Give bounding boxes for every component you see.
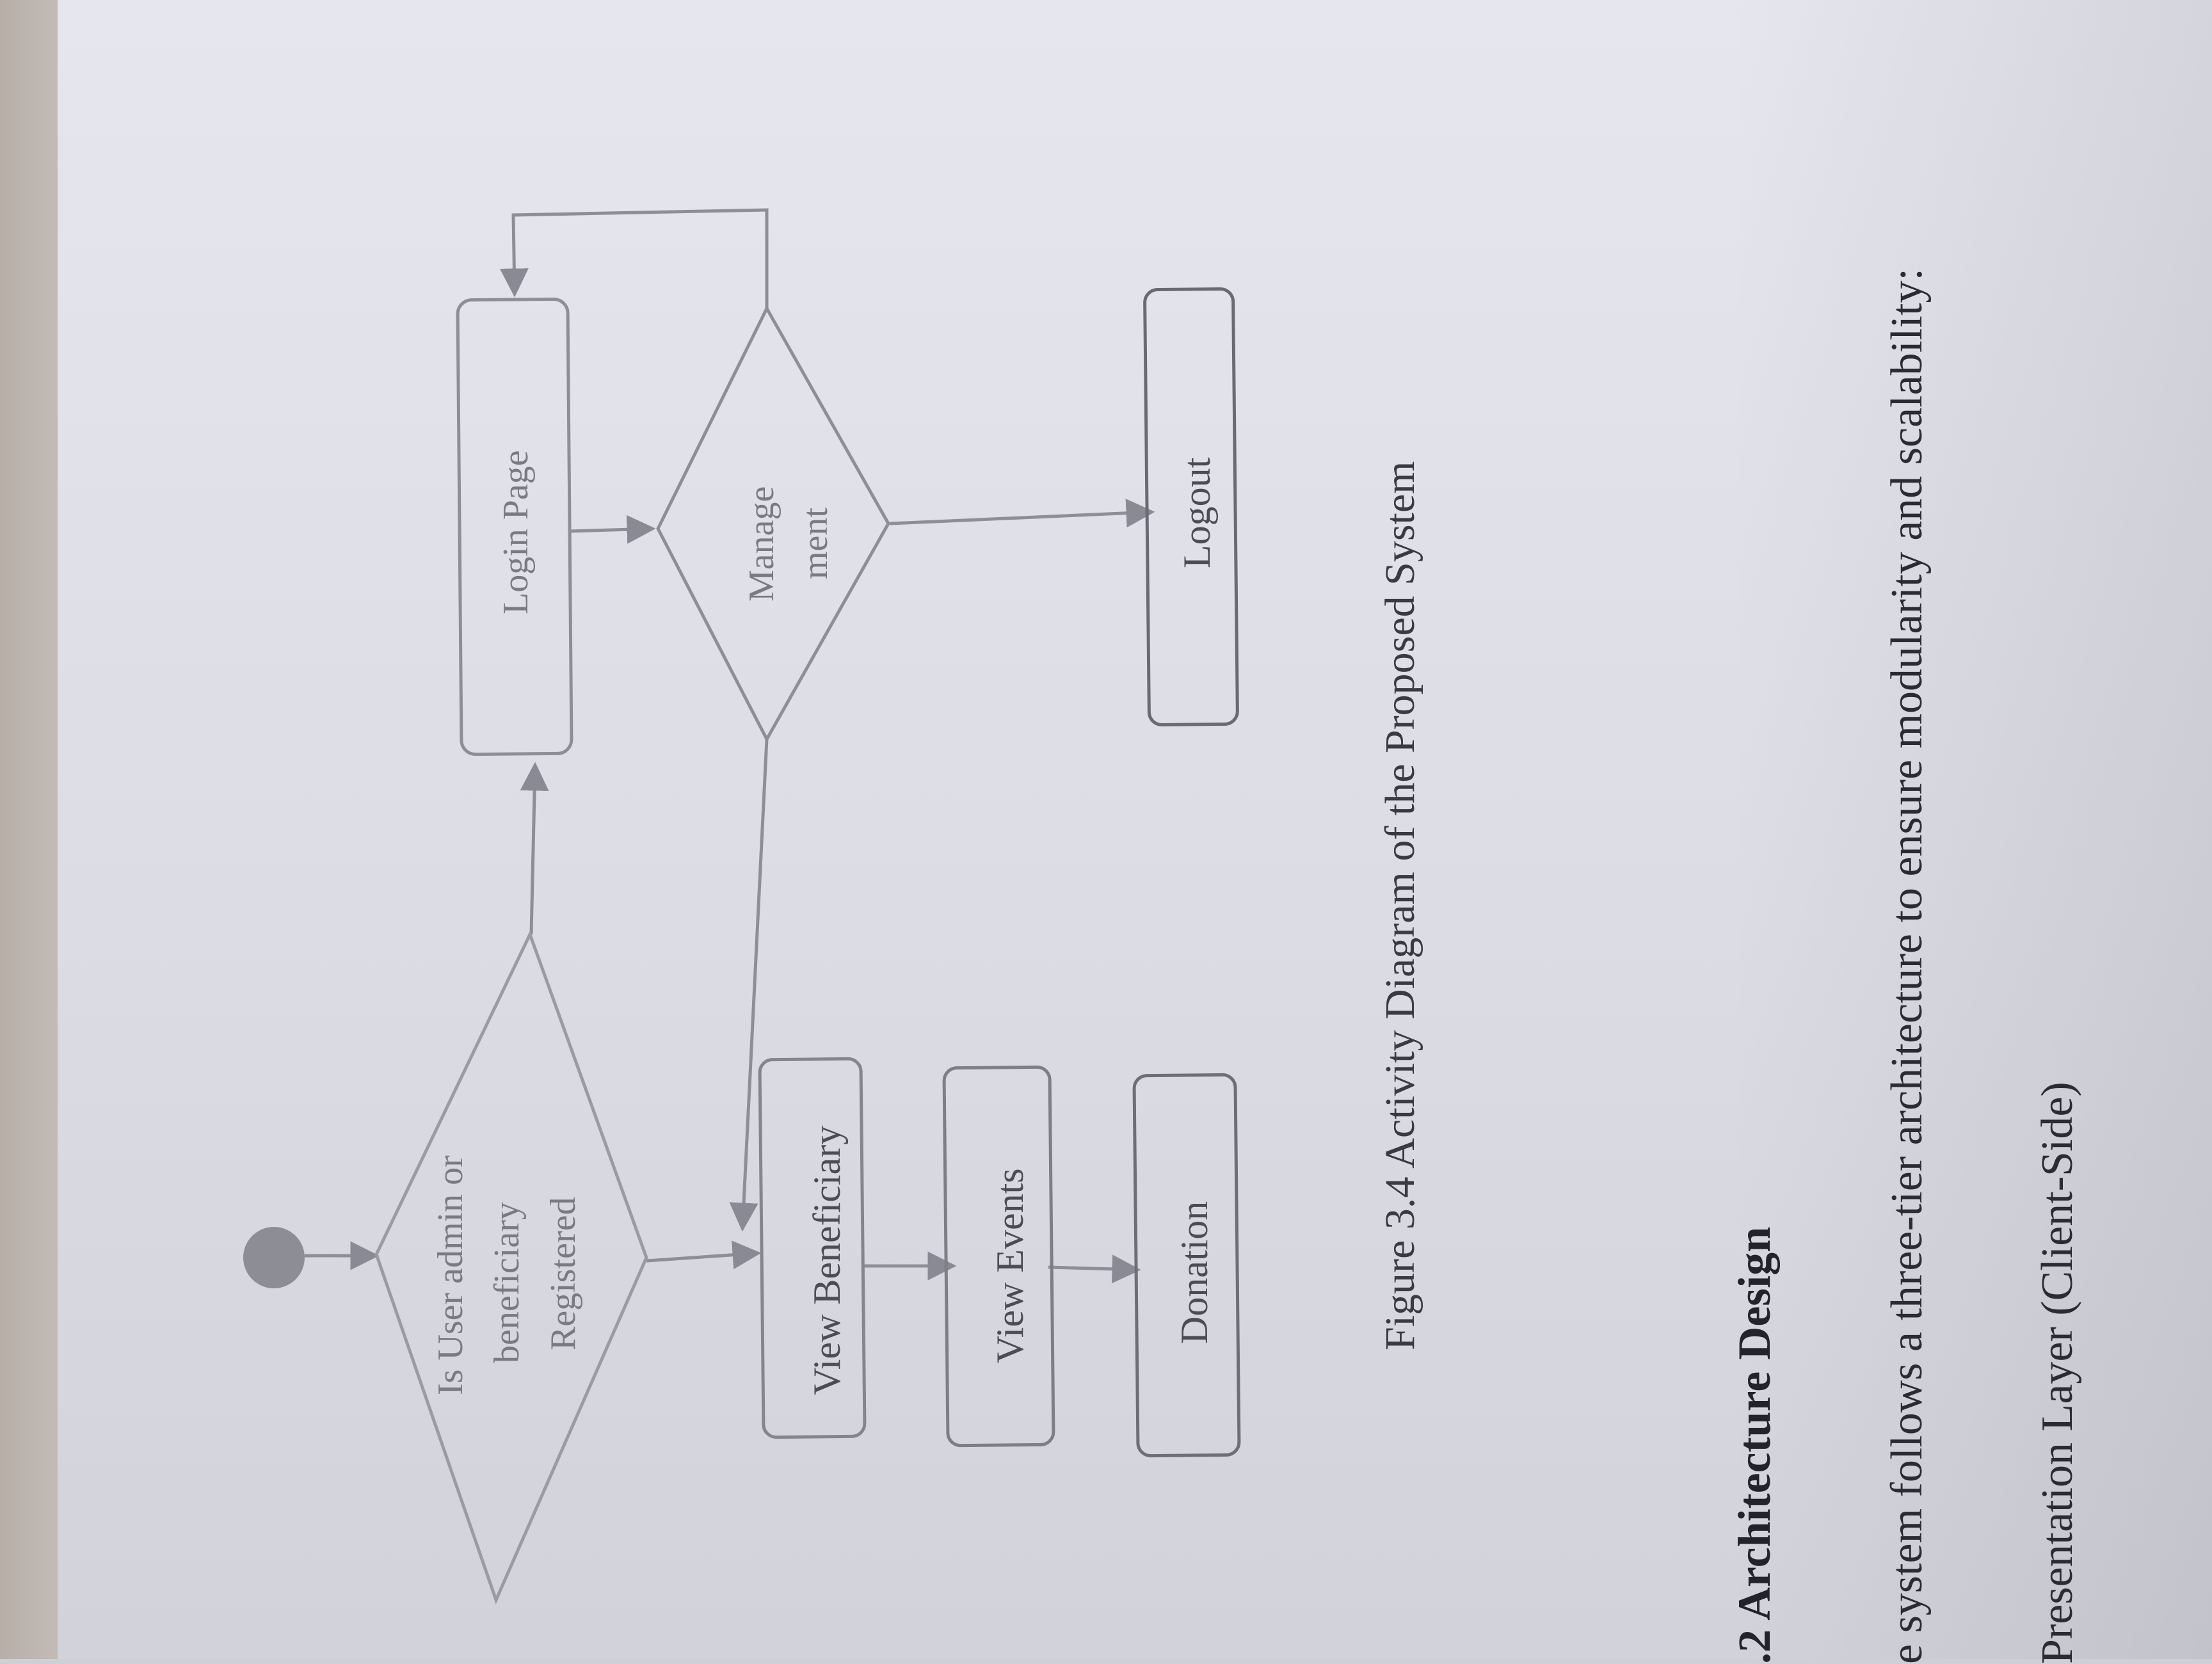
- decision-management-line1: Manage: [742, 486, 781, 602]
- edge-management-to-login-loop: [499, 208, 769, 308]
- decision-management-diamond: [656, 305, 890, 743]
- edge-management-to-logout: [889, 499, 1155, 528]
- edge-view-events-to-donation: [1048, 1254, 1141, 1284]
- view-events-box: [942, 1065, 1055, 1448]
- svg-text:Registered: Registered: [543, 1197, 583, 1350]
- login-page-label: Login Page: [496, 450, 536, 614]
- decision-registered-line3: Registered: [543, 1197, 583, 1350]
- donation-box: [1132, 1073, 1241, 1458]
- svg-text:Is User admin or: Is User admin or: [431, 1155, 470, 1395]
- view-beneficiary-box: [758, 1057, 867, 1439]
- decision-management-line2: ment: [796, 508, 835, 579]
- edge-login-to-management: [569, 515, 656, 544]
- donation-label: Donation: [1173, 1201, 1215, 1344]
- decision-registered-diamond: [374, 930, 648, 1604]
- svg-text:beneficiary: beneficiary: [487, 1202, 527, 1363]
- decision-registered-line2: beneficiary: [487, 1202, 527, 1363]
- login-page-box: [456, 297, 573, 756]
- paper-page: [58, 0, 2212, 1659]
- section-heading: .2 Architecture Design: [1729, 1226, 1780, 1664]
- logout-box: [1143, 287, 1239, 726]
- section-paragraph: e system follows a three-tier architectu…: [1882, 268, 1932, 1664]
- view-beneficiary-label: View Beneficiary: [806, 1126, 848, 1395]
- decision-registered-line1: Is User admin or: [431, 1155, 470, 1395]
- layer-title: Presentation Layer (Client-Side): [2033, 1082, 2082, 1664]
- start-node: [243, 1227, 305, 1288]
- edge-decision-to-login: [520, 762, 549, 935]
- figure-caption: Figure 3.4 Activity Diagram of the Propo…: [1377, 461, 1423, 1350]
- view-events-label: View Events: [989, 1168, 1031, 1363]
- edge-management-to-view-beneficiary: [729, 739, 769, 1232]
- edge-decision-to-view-beneficiary: [646, 1240, 762, 1270]
- logout-label: Logout: [1176, 457, 1218, 568]
